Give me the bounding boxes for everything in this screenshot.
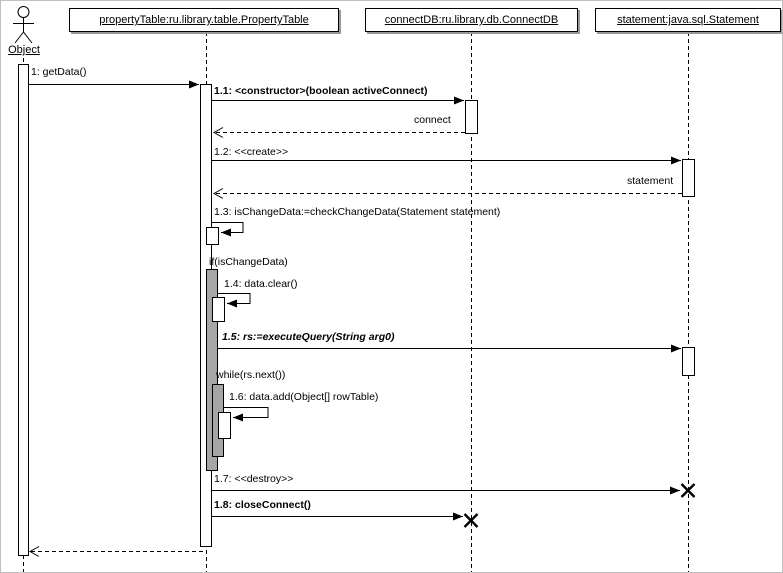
lifeline-header-propertytable: propertyTable:ru.library.table.PropertyT… [69, 8, 339, 32]
guard-label-while: while(rs.next()) [216, 369, 286, 381]
guard-label-if: if(isChangeData) [209, 256, 288, 268]
actor-head [17, 6, 30, 18]
destroy-x-statement [680, 483, 696, 498]
return-label-connect: connect [414, 114, 451, 126]
message-label-destroy: 1.7: <<destroy>> [214, 473, 294, 485]
activation-statement-create [682, 159, 695, 197]
actor-label: Object [8, 44, 40, 56]
activation-self-checkchangedata [206, 227, 219, 245]
activation-self-dataclear [212, 297, 225, 322]
self-message-arrow-dataadd [224, 407, 269, 422]
self-message-arrow-checkchangedata [212, 222, 244, 237]
actor-body [13, 17, 34, 44]
lifeline-header-statement: statement:java.sql.Statement [595, 8, 781, 32]
activation-self-dataadd [218, 412, 231, 439]
activation-actor [18, 64, 29, 556]
lifeline-label-propertytable: propertyTable:ru.library.table.PropertyT… [99, 14, 309, 26]
actor-icon [13, 6, 34, 44]
lifeline-label-connectdb: connectDB:ru.library.db.ConnectDB [384, 14, 559, 26]
self-message-arrow-dataclear [218, 293, 251, 308]
return-label-statement: statement [627, 175, 674, 187]
message-label-dataadd: 1.6: data.add(Object[] rowTable) [229, 391, 379, 403]
message-label-constructor: 1.1: <constructor>(boolean activeConnect… [214, 85, 428, 97]
message-label-closeconnect: 1.8: closeConnect() [214, 499, 311, 511]
message-label-executequery: 1.5: rs:=executeQuery(String arg0) [222, 331, 395, 343]
message-label-getdata: 1: getData() [31, 66, 87, 78]
activation-connectdb-constructor [465, 100, 478, 134]
activation-statement-executequery [682, 347, 695, 376]
lifeline-label-statement: statement:java.sql.Statement [617, 14, 759, 26]
message-label-dataclear: 1.4: data.clear() [224, 278, 298, 290]
lifeline-header-connectdb: connectDB:ru.library.db.ConnectDB [365, 8, 578, 32]
destroy-x-connectdb [463, 513, 479, 528]
message-label-checkchangedata: 1.3: isChangeData:=checkChangeData(State… [214, 206, 501, 218]
message-label-create: 1.2: <<create>> [214, 146, 289, 158]
